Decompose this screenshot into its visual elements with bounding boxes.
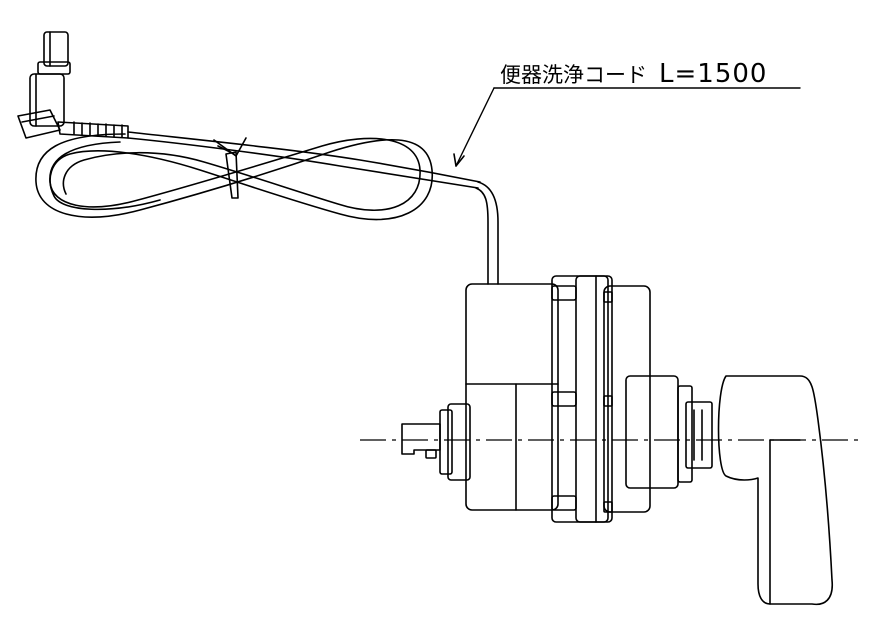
lever-handle <box>717 375 834 606</box>
cable-tie <box>213 137 247 199</box>
cord-length: L=1500 <box>659 59 768 89</box>
cord-label: 便器洗浄コード <box>500 63 647 87</box>
coiled-cord <box>35 131 499 285</box>
callout-leader <box>453 87 801 167</box>
cord-callout: 便器洗浄コード L=1500 <box>500 60 767 89</box>
shaft-assembly <box>401 385 713 483</box>
motor-housing <box>465 275 679 523</box>
